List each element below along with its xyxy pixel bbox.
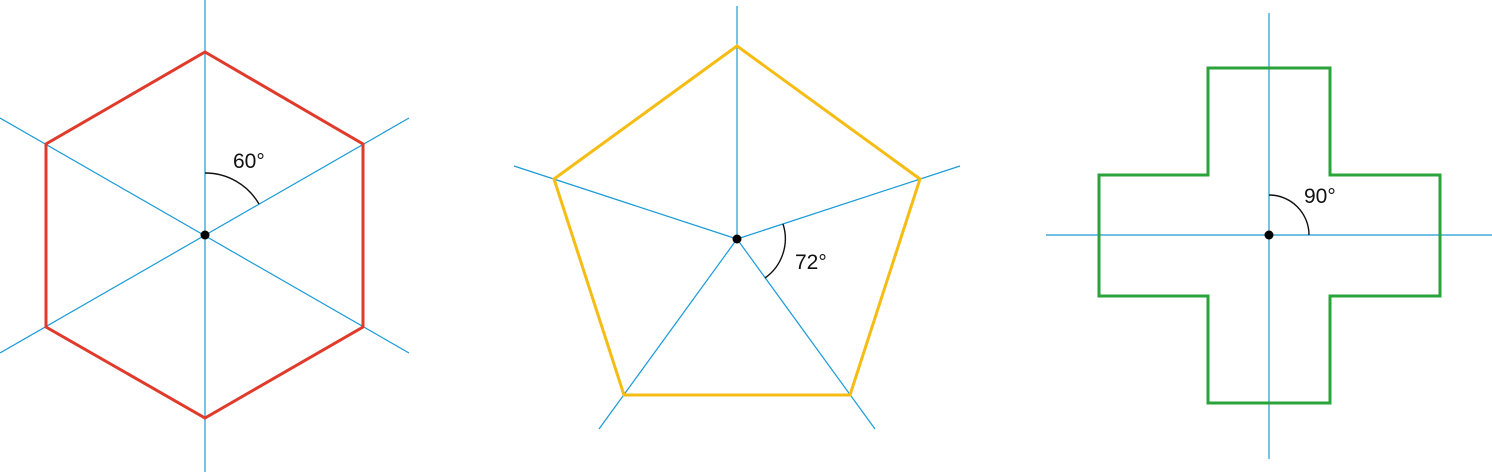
pentagon-angle-arc <box>764 223 787 279</box>
cross-outline <box>1097 66 1442 405</box>
pentagon-axis-lower-right <box>736 238 876 430</box>
pentagon-axis-upper-left <box>513 165 738 240</box>
hexagon-angle-label: 60° <box>233 150 265 173</box>
cross-angle-label: 90° <box>1304 185 1336 208</box>
cross-center-dot <box>1264 230 1274 240</box>
pentagon-angle-label: 72° <box>795 251 827 274</box>
cross-angle-arc <box>1268 194 1310 236</box>
hexagon-center-dot <box>200 230 210 240</box>
hexagon-figure: 60° <box>0 0 410 472</box>
pentagon-axis-lower-left <box>598 238 738 430</box>
pentagon-outline <box>552 44 922 397</box>
pentagon-center-dot <box>732 234 742 244</box>
pentagon-figure: 72° <box>513 6 961 430</box>
hexagon-angle-arc <box>204 172 260 205</box>
cross-figure: 90° <box>1046 13 1492 459</box>
pentagon-axis-upper-right <box>736 165 961 240</box>
hexagon-outline <box>44 50 365 420</box>
